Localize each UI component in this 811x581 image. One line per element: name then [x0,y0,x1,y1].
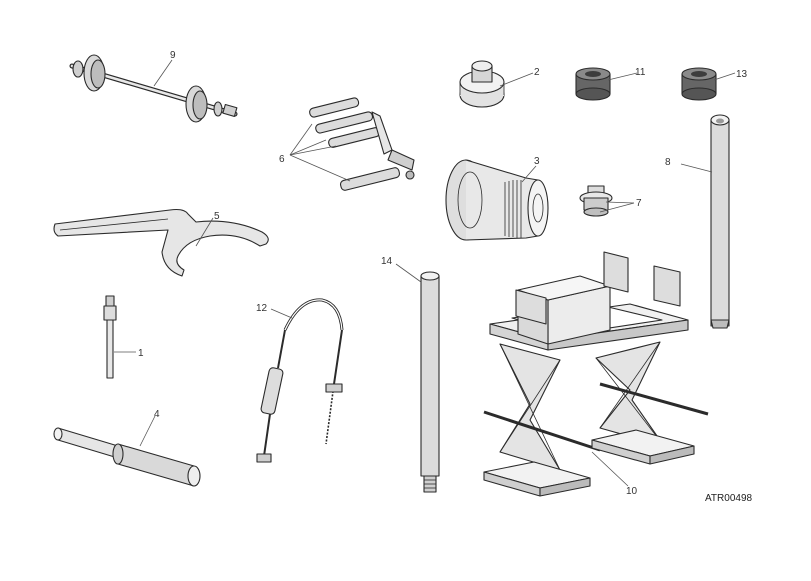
callout-11: 11 [635,67,646,78]
callout-10: 10 [626,486,638,497]
callout-7: 7 [636,198,642,209]
callout-3: 3 [534,156,540,167]
callout-8: 8 [665,157,671,168]
callouts: 9 2 11 13 6 3 8 7 5 14 12 1 4 10 [138,50,748,497]
callout-5: 5 [214,211,220,222]
callout-4: 4 [154,409,160,420]
tool-8-long-bar [710,114,730,329]
leader-lines [114,59,736,487]
tool-2-socket [459,60,505,108]
callout-6: 6 [279,154,285,165]
tool-4-drift [53,427,201,487]
tool-13-bush [681,67,717,101]
tool-10-stand [483,251,709,497]
tool-3-threaded-adapter [445,159,549,241]
tool-9-bearing-shaft [69,54,238,123]
drawing-reference: ATR00498 [705,493,753,504]
tool-5-c-spanner [53,208,269,277]
callout-9: 9 [170,50,176,61]
tool-6-pins [309,97,415,191]
tool-11-bush [575,67,611,101]
callout-12: 12 [256,303,268,314]
tool-1-adapter [103,295,117,379]
callout-1: 1 [138,348,144,359]
tool-7-fitting [579,185,613,217]
callout-13: 13 [736,69,748,80]
callout-2: 2 [534,67,540,78]
tool-12-gauge [256,298,344,463]
callout-14: 14 [381,256,393,267]
tool-14-long-bar [420,271,440,493]
